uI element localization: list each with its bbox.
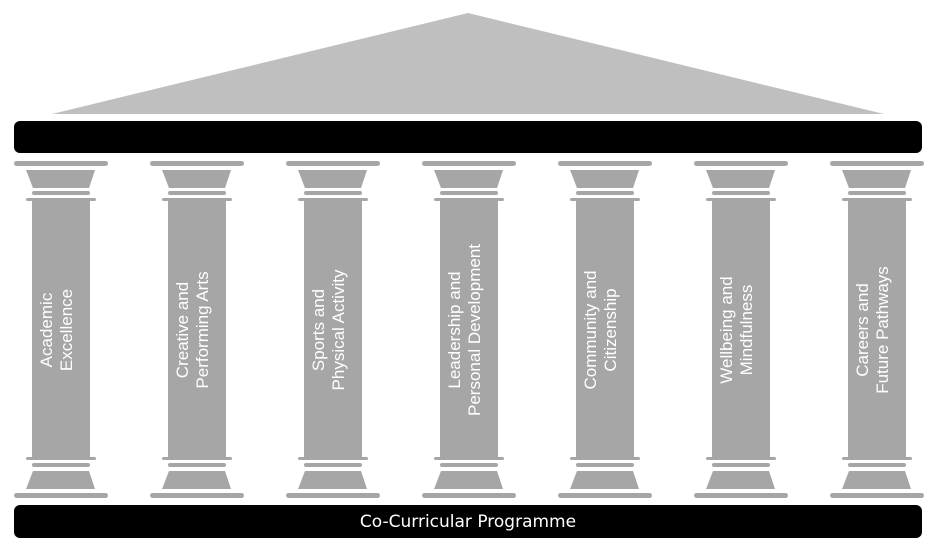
pillar-capital: [706, 170, 775, 188]
pillars-group: AcademicExcellence Creative andPerforming…: [14, 161, 924, 498]
pillar: AcademicExcellence: [14, 161, 108, 498]
pillar-label-line: Citizenship: [601, 288, 620, 371]
pillar-capital: [570, 170, 639, 188]
pillar: Sports andPhysical Activity: [286, 161, 380, 498]
pillar-label: Leadership andPersonal Development: [445, 244, 484, 416]
pillar-base-ring: [168, 463, 226, 467]
pillar-base: [26, 471, 95, 489]
pillar-capital: [842, 170, 911, 188]
pillar-base: [706, 471, 775, 489]
pillar-label-line: Leadership and: [445, 271, 464, 388]
top-beam: [14, 121, 922, 153]
pillar-capital: [26, 170, 95, 188]
pillar-capital-ring: [440, 191, 498, 195]
pillar-top-slab: [830, 161, 924, 166]
foundation-label: Co-Curricular Programme: [360, 512, 576, 532]
pillar-base-line: [842, 457, 912, 460]
pillar-top-slab: [694, 161, 788, 166]
pillar-label: Community andCitizenship: [581, 270, 620, 389]
pillar-label-line: Careers and: [853, 283, 872, 377]
pillar-capital-ring: [32, 191, 90, 195]
pillar-label-line: Physical Activity: [329, 269, 348, 390]
pillar-base-line: [706, 457, 776, 460]
pillar-bottom-slab: [14, 493, 108, 498]
roof: [52, 13, 884, 114]
pillar-bottom-slab: [422, 493, 516, 498]
pillar-shaft: [168, 200, 226, 458]
pillar-base: [842, 471, 911, 489]
pillar-shaft: [440, 200, 498, 458]
pillar-label: Wellbeing andMindfulness: [717, 276, 756, 383]
pillar: Wellbeing andMindfulness: [694, 161, 788, 498]
pillar-base-line: [570, 457, 640, 460]
pillar-base-ring: [848, 463, 906, 467]
pillar-capital-ring: [304, 191, 362, 195]
pillar-capital-ring: [576, 191, 634, 195]
pillar: Creative andPerforming Arts: [150, 161, 244, 498]
pillar-base-line: [298, 457, 368, 460]
pillar-bottom-slab: [694, 493, 788, 498]
pillar-label-line: Academic: [37, 292, 56, 367]
pillar-base-line: [434, 457, 504, 460]
pillar-top-slab: [150, 161, 244, 166]
pillar-capital: [162, 170, 231, 188]
pillar-base: [570, 471, 639, 489]
pillar-shaft: [848, 200, 906, 458]
pillar: Leadership andPersonal Development: [422, 161, 516, 498]
pillar-label-line: Future Pathways: [873, 266, 892, 394]
pillar-shaft: [304, 200, 362, 458]
pillar-label-line: Community and: [581, 270, 600, 389]
pillar-capital: [434, 170, 503, 188]
pillar-base-ring: [304, 463, 362, 467]
pillar-base-ring: [712, 463, 770, 467]
pillar-label-line: Creative and: [173, 282, 192, 378]
pillar-top-slab: [14, 161, 108, 166]
pillar-shaft: [712, 200, 770, 458]
pillar-capital-ring: [848, 191, 906, 195]
pillar-label-line: Mindfulness: [737, 285, 756, 376]
pillar-base-line: [162, 457, 232, 460]
pillar-base-ring: [440, 463, 498, 467]
pillar-label: Sports andPhysical Activity: [309, 269, 348, 390]
pillar: Community andCitizenship: [558, 161, 652, 498]
pillar-shaft: [576, 200, 634, 458]
pillar-shaft: [32, 200, 90, 458]
pillar-label-line: Performing Arts: [193, 271, 212, 388]
pillar-top-slab: [558, 161, 652, 166]
pillar-label: AcademicExcellence: [37, 289, 76, 371]
pillar-bottom-slab: [830, 493, 924, 498]
pillar-top-slab: [422, 161, 516, 166]
pillar-base-ring: [32, 463, 90, 467]
pillar-bottom-slab: [150, 493, 244, 498]
pillar-base: [162, 471, 231, 489]
pillar-capital-ring: [168, 191, 226, 195]
pillar-bottom-slab: [558, 493, 652, 498]
pillar-label-line: Excellence: [57, 289, 76, 371]
pillar-top-slab: [286, 161, 380, 166]
pillar-label-line: Sports and: [309, 289, 328, 371]
pillar: Careers andFuture Pathways: [830, 161, 924, 498]
pillar-capital-ring: [712, 191, 770, 195]
pillar-label-line: Wellbeing and: [717, 276, 736, 383]
foundation-beam: [14, 505, 922, 538]
pillar-base-line: [26, 457, 96, 460]
pillar-label: Creative andPerforming Arts: [173, 271, 212, 388]
pillar-capital: [298, 170, 367, 188]
pillar-bottom-slab: [286, 493, 380, 498]
pillar-base-ring: [576, 463, 634, 467]
pillar-label: Careers andFuture Pathways: [853, 266, 892, 394]
pillar-base: [298, 471, 367, 489]
pillar-base: [434, 471, 503, 489]
pillar-label-line: Personal Development: [465, 244, 484, 416]
